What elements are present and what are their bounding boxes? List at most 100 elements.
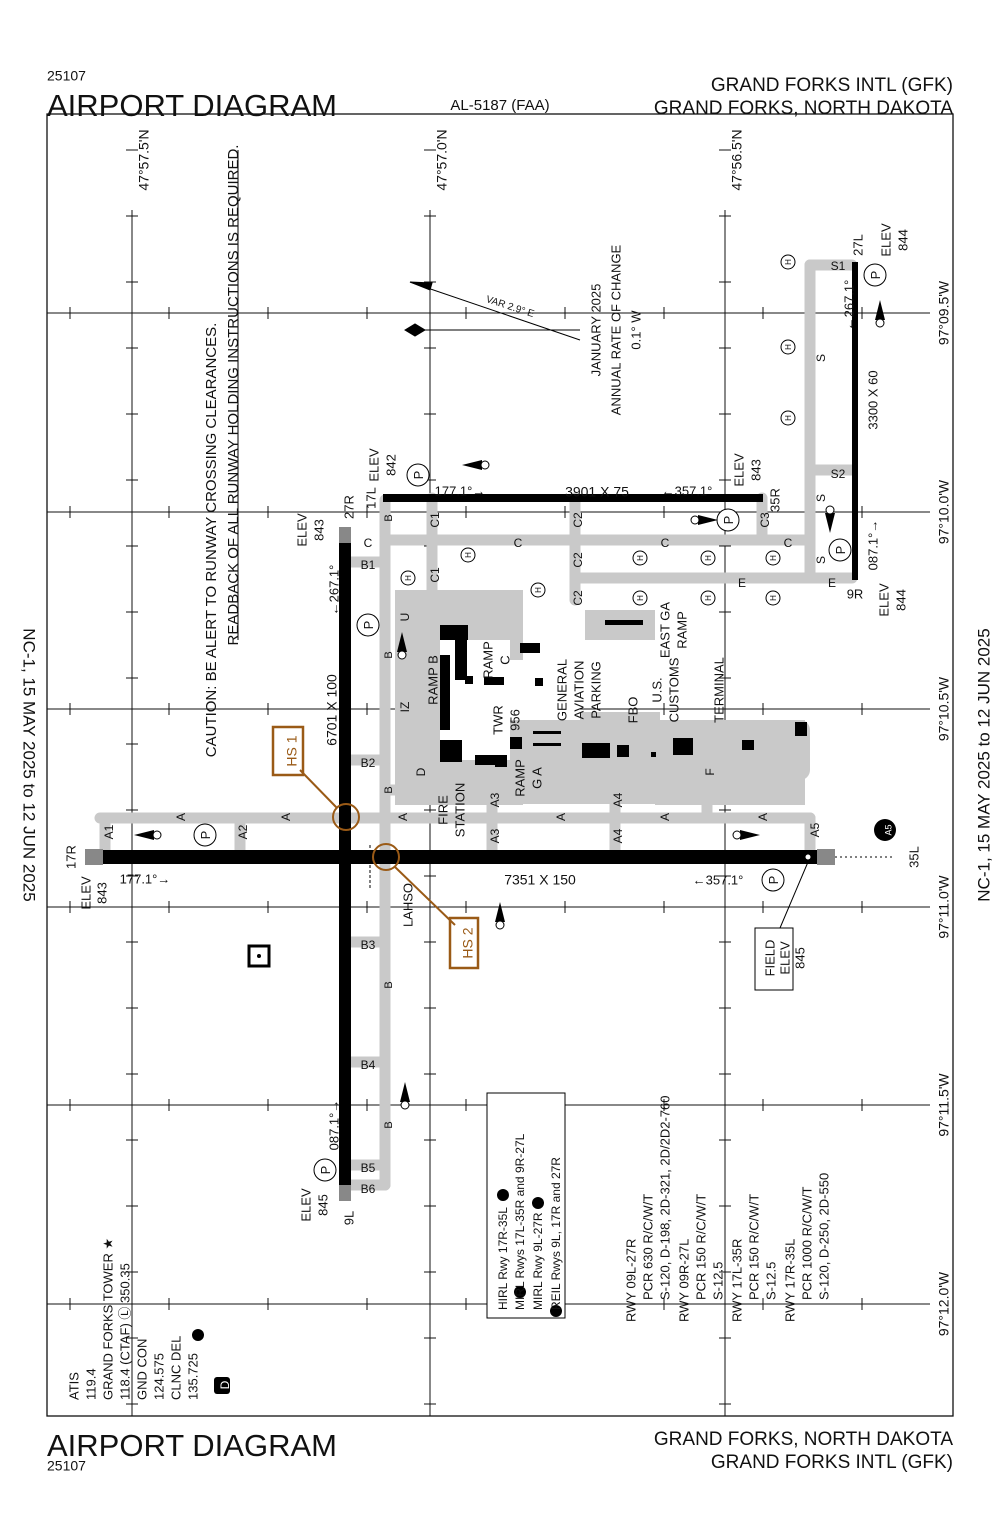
rwy-data-line: PCR 630 R/C/W/T (640, 1194, 655, 1300)
ga-parking-label: GENERAL (554, 659, 569, 721)
helipad-icon (765, 550, 781, 566)
building (440, 655, 450, 700)
rwy-data-line: S-120, D-198, 2D-321, 2D/2D2-760 (657, 1095, 672, 1300)
terminal-building (673, 738, 693, 755)
fire-station-label: STATION (452, 783, 467, 837)
approach-light-icon (134, 830, 162, 840)
rwy-data-line: S-12.5 (763, 1262, 778, 1300)
taxiway-label: B3 (361, 938, 376, 952)
ga-area-2 (510, 660, 580, 720)
ramp-b-label: RAMP B (425, 655, 440, 705)
taxiway-label: B (383, 514, 395, 521)
rwy-data-line: S-120, D-250, 2D-550 (816, 1173, 831, 1300)
footer-city-state: GRAND FORKS, NORTH DAKOTA (654, 1429, 953, 1450)
taxiway-label: E (828, 576, 836, 590)
helipad-h: H (636, 555, 645, 561)
taxiway-label: B (383, 651, 395, 658)
helipad-h: H (769, 555, 778, 561)
building (533, 731, 561, 734)
taxiway-label: A (279, 813, 293, 821)
building (440, 700, 450, 730)
asos-label: A5 (883, 824, 893, 835)
building (484, 677, 504, 685)
latitude-label: 47°57.5'N (136, 129, 152, 190)
elev-label: ELEV (876, 583, 891, 617)
comm-label: GND CON (134, 1339, 149, 1400)
rwy-data-line: S-12.5 (710, 1262, 725, 1300)
runway-end-label: 9L (341, 1211, 356, 1225)
field-elev-label: FIELD (762, 940, 777, 977)
field-elev-box (754, 927, 794, 991)
taxiway-label: B6 (361, 1182, 376, 1196)
papi-icon (193, 823, 217, 847)
papi-p: P (361, 621, 376, 630)
magnetic-north-arrow (409, 281, 433, 291)
comm-label: CLNC DEL (168, 1336, 183, 1400)
comm-freq: 118.4 (CTAF) Ⓛ 350.35 (117, 1263, 132, 1400)
building (455, 635, 467, 680)
rwy-data-line: PCR 150 R/C/W/T (693, 1194, 708, 1300)
field-elev-point (805, 854, 811, 860)
taxiway-label: C (514, 536, 523, 550)
d-symbol: D (218, 1380, 232, 1389)
papi-icon (406, 463, 430, 487)
field-elev-label: ELEV (777, 941, 792, 975)
tower-elev-label: 956 (507, 709, 522, 731)
runway-17r-35l (95, 850, 825, 864)
helipad-icon (780, 339, 796, 355)
chart-number: 25107 (47, 68, 86, 84)
threshold-27r (339, 527, 351, 543)
building (795, 722, 807, 736)
building (535, 678, 543, 686)
ga-parking-label: AVIATION (571, 661, 586, 720)
taxiway-label: B1 (361, 558, 376, 572)
taxiway-label: C (784, 536, 793, 550)
approach-light-icon (397, 632, 407, 660)
papi-icon (313, 1158, 337, 1182)
taxiway-label: IZ (398, 702, 412, 713)
runways (85, 262, 895, 1201)
variation-note: JANUARY 2025 (588, 284, 603, 377)
approach-light-icon (732, 830, 760, 840)
runway-heading: 087.1°→ (865, 520, 880, 571)
pilot-controlled-lighting-icon (497, 1189, 509, 1201)
variation-arrows (404, 281, 581, 341)
runway-heading: ←267.1° (326, 565, 341, 616)
hot-spot-1-label: HS 1 (284, 735, 300, 766)
diagram-frame (46, 113, 954, 1417)
papi-icon (761, 868, 785, 892)
taxiway-label: C3 (758, 512, 772, 528)
taxiway-label: C (661, 536, 670, 550)
comm-label: ATIS (66, 1372, 81, 1400)
field-elev-value: 845 (792, 947, 807, 969)
comm-freq: 135.725 (185, 1353, 200, 1400)
runway-end-label: 9R (847, 586, 864, 601)
taxiway-label: B (383, 981, 395, 988)
papi-icon (863, 263, 887, 287)
ramp-ga-label: G A (529, 767, 544, 789)
helipad-h: H (636, 595, 645, 601)
taxiway-label: F (703, 768, 717, 775)
rwy-data-line: RWY 17R-35L (782, 1239, 797, 1322)
helipad-h: H (534, 587, 543, 593)
helipad-h: H (784, 415, 793, 421)
city-state: GRAND FORKS, NORTH DAKOTA (654, 98, 953, 119)
runway-17l-35r (383, 494, 763, 502)
taxiway-label: S (814, 494, 828, 502)
helipad-h: H (769, 595, 778, 601)
approach-light-icon (690, 515, 718, 525)
hot-spot-1-circle (332, 803, 360, 831)
elev-value: 842 (383, 454, 398, 476)
pilot-controlled-lighting-icon (514, 1286, 526, 1298)
building (495, 755, 507, 767)
variation-note: 0.1° W (628, 310, 643, 350)
helipad-h: H (404, 575, 413, 581)
effective-dates-left: NC-1, 15 MAY 2025 to 12 JUN 2025 (20, 628, 39, 901)
runway-end-label: 27R (341, 495, 356, 519)
papi-p: P (833, 546, 848, 555)
asos-icon (874, 819, 896, 841)
taxiway-label: B4 (361, 1058, 376, 1072)
fbo-label: FBO (625, 697, 640, 724)
taxiway-label: A (174, 813, 188, 821)
